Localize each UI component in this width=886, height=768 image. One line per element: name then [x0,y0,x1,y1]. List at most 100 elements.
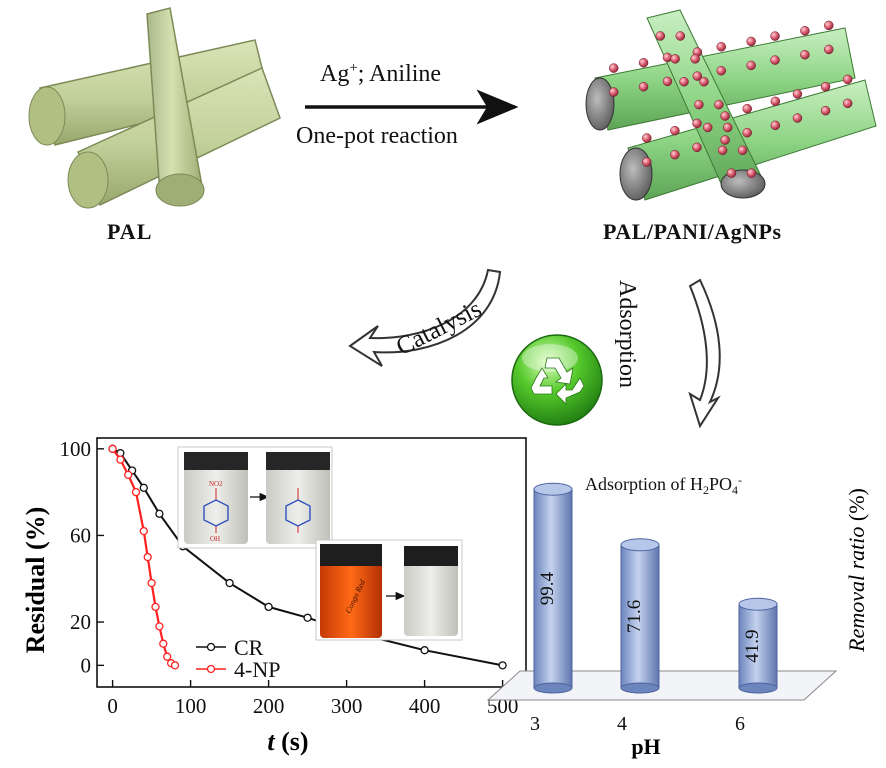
silver-nanoparticle [770,31,780,41]
pal-rod-front-end [67,151,109,209]
silver-nanoparticles [608,20,853,178]
silver-nanoparticle [638,81,649,92]
cr-vial-before [320,544,382,638]
silver-nanoparticle [679,76,689,87]
silver-nanoparticle [742,127,752,138]
silver-nanoparticle [699,76,709,87]
y-tick-label: 20 [70,610,91,634]
line-chart-legend: CR 4-NP [196,635,280,682]
silver-nanoparticle [714,99,724,110]
bar-column [738,597,778,694]
bar-value-label: 41.9 [742,629,763,662]
silver-nanoparticle [662,52,673,63]
reactant-label: PAL [107,219,153,244]
silver-nanoparticle [770,96,781,107]
y-tick-label: 100 [60,437,92,461]
silver-nanoparticle [842,74,853,85]
silver-nanoparticle [662,76,673,87]
line-chart-x-axis-title: t (s) [267,727,308,756]
adsorption-curved-arrow [688,278,721,429]
silver-nanoparticle [675,31,686,41]
recycle-icon [511,334,603,426]
silver-nanoparticle [742,103,752,114]
bar-category-label: 3 [530,713,540,735]
silver-nanoparticle [702,122,713,133]
bar-column [533,482,573,694]
silver-nanoparticle [800,49,810,60]
data-point-cr [225,578,234,588]
silver-nanoparticle [655,31,666,41]
data-point-4np [159,639,168,648]
silver-nanoparticle [770,120,781,131]
bar-category-label: 4 [617,713,627,735]
data-point-4np [151,602,160,612]
data-point-cr [303,613,312,622]
silver-nanoparticle [608,87,619,97]
adsorption-label: Adsorption [614,280,640,388]
pal-rod-back-end [28,86,66,146]
y-tick-label: 0 [81,653,92,677]
silver-nanoparticle [694,99,704,110]
silver-nanoparticle [722,122,733,133]
legend-np-label: 4-NP [234,657,280,682]
silver-nanoparticle [642,133,652,143]
silver-nanoparticle [608,63,619,73]
silver-nanoparticle [692,71,703,81]
y-tick-label: 60 [70,523,91,547]
line-chart-frame [96,437,527,688]
data-point-cr [155,509,164,518]
data-point-4np [170,661,180,670]
catalysis-curved-arrow [348,268,502,367]
silver-nanoparticle [820,81,831,92]
x-tick-label: 0 [107,694,118,718]
legend-np-marker [206,664,216,674]
data-point-cr [139,483,148,492]
bar-category-label: 6 [735,713,745,735]
silver-nanoparticle [692,142,702,153]
silver-nanoparticle [670,54,680,64]
silver-nanoparticle [746,60,756,71]
silver-nanoparticle [716,65,726,76]
silver-nanoparticle [692,118,702,129]
silver-nanoparticle [824,44,834,55]
cr-vial-inset: Congo Red [315,539,463,641]
data-point-cr [498,661,507,670]
legend-cr-label: CR [234,635,264,660]
data-point-4np [124,470,133,479]
product-label: PAL/PANI/AgNPs [603,219,782,244]
composite-rods-illustration [585,9,877,201]
silver-nanoparticle [720,111,730,121]
silver-nanoparticle [720,135,730,145]
hydroxyl-group-label: OH [210,535,220,543]
data-point-4np [155,622,164,631]
core-end-back [585,77,615,131]
bar-chart-x-axis-title: pH [631,734,660,759]
legend-cr-marker [206,642,216,652]
core-end-front [619,147,653,201]
silver-nanoparticle [726,168,737,178]
silver-nanoparticle [716,41,726,52]
x-tick-label: 200 [253,694,285,718]
cr-vial-after [404,546,458,636]
silver-nanoparticle [737,145,748,156]
x-tick-label: 400 [409,694,441,718]
silver-nanoparticle [824,20,834,31]
silver-nanoparticle [746,168,757,178]
bar-value-label: 99.4 [537,571,558,605]
np-vial-inset: NO2 OH [177,446,333,549]
data-point-4np [108,444,117,453]
data-point-cr [264,602,273,612]
nitro-group-label: NO2 [209,480,223,488]
silver-nanoparticle [746,36,756,47]
data-point-4np [147,578,156,588]
silver-nanoparticle [642,157,652,167]
silver-nanoparticle [717,145,728,156]
silver-nanoparticle [690,54,700,64]
x-tick-label: 100 [175,694,207,718]
line-chart-y-axis-title: Residual (%) [21,507,50,654]
data-point-4np [116,455,125,464]
silver-nanoparticle [792,113,803,123]
